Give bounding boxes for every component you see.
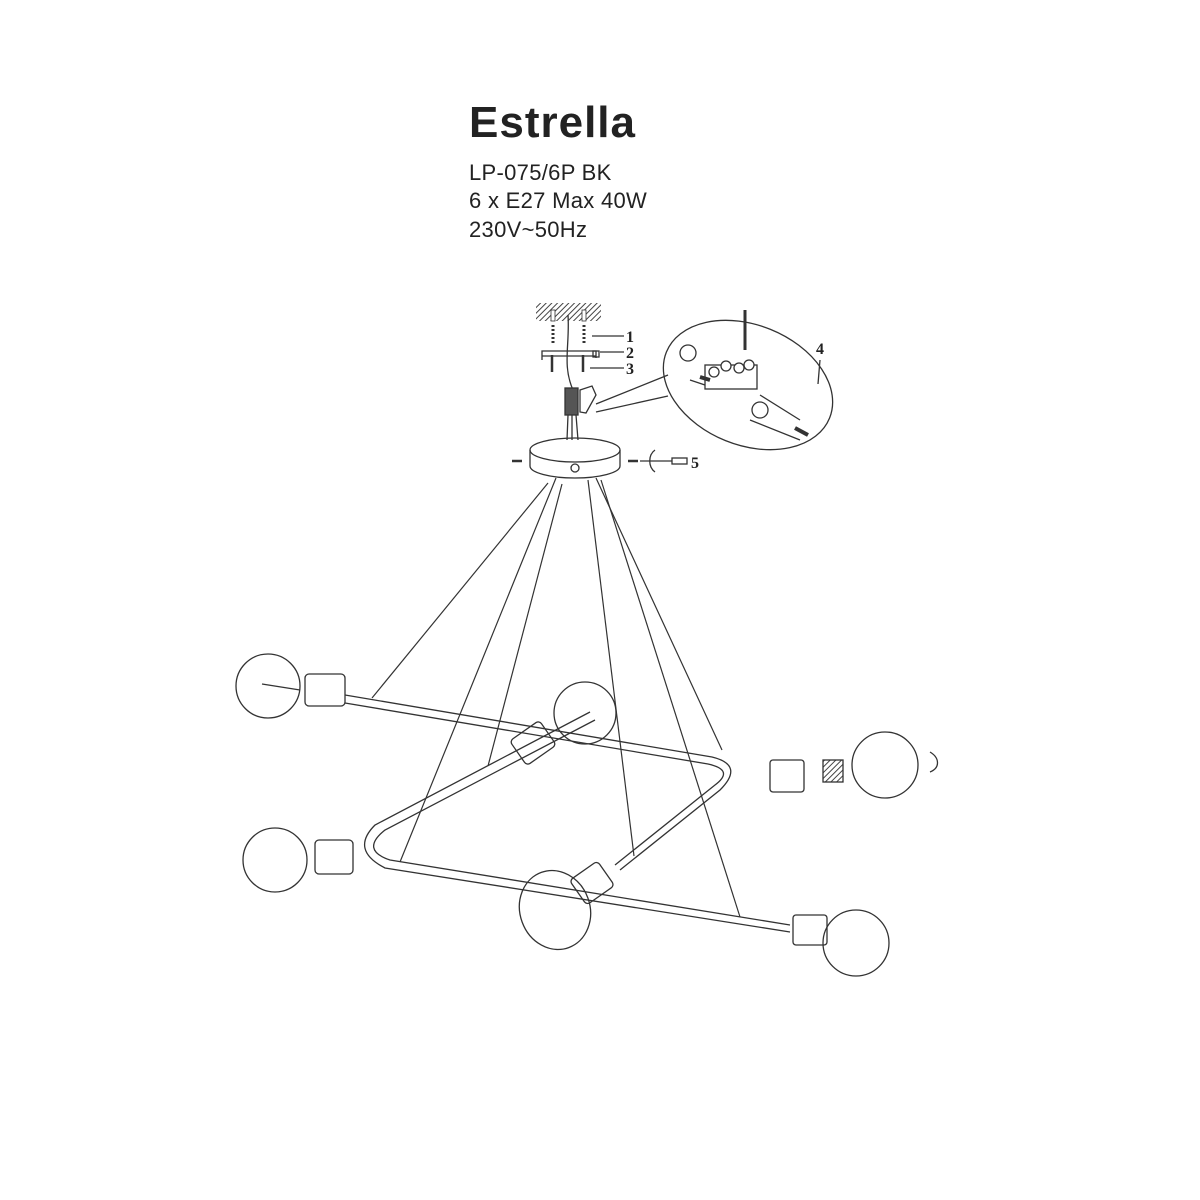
lamp-5 (518, 861, 614, 951)
lamp-4 (242, 827, 354, 893)
product-title: Estrella (469, 98, 636, 147)
callout-3: 3 (626, 361, 634, 378)
callout-labels: 1 2 3 4 5 (590, 329, 824, 472)
callout-1: 1 (626, 329, 634, 346)
callout-5: 5 (691, 455, 699, 472)
suspension-wires (371, 477, 741, 918)
terminal-detail-bubble (595, 310, 834, 451)
ceiling-mount (536, 303, 601, 441)
lamp-frame (344, 694, 791, 933)
canopy (512, 437, 688, 479)
lamp-6 (792, 909, 890, 977)
bulb-spec: 6 x E27 Max 40W (469, 188, 648, 213)
power-spec: 230V~50Hz (469, 217, 588, 242)
callout-4: 4 (816, 341, 824, 358)
model-number: LP-075/6P BK (469, 160, 612, 185)
lamp-2 (510, 681, 617, 765)
callout-2: 2 (626, 345, 634, 362)
lamp-1 (235, 653, 346, 719)
lamp-3 (769, 731, 939, 799)
